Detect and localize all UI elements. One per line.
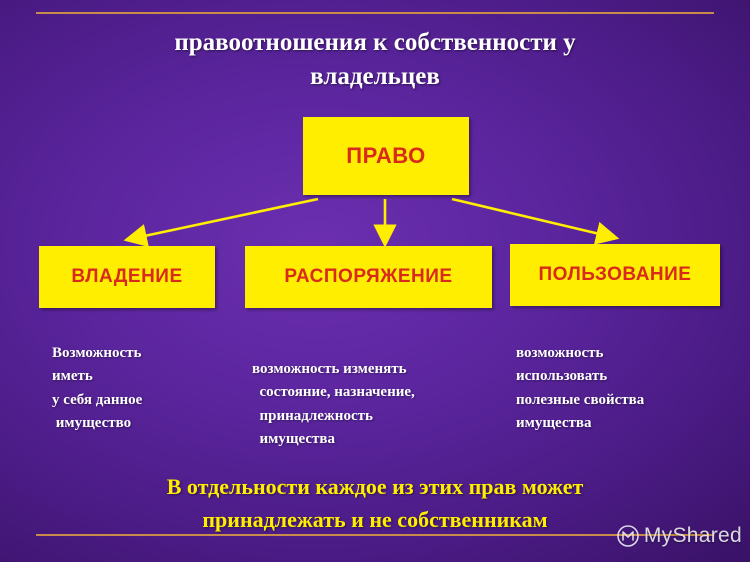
description-rasporyazhenie-line-1: возможность изменять [252, 361, 407, 377]
description-vladenie-line-2: иметь [52, 368, 93, 385]
node-polzovanie: ПОЛЬЗОВАНИЕ [510, 244, 720, 306]
description-polzovanie-line-4: имущества [516, 414, 592, 431]
description-polzovanie-line-1: возможность [516, 345, 604, 361]
watermark: MyShared [617, 524, 742, 548]
myshared-logo-icon [617, 525, 639, 547]
page-title: правоотношения к собственности у владель… [60, 26, 690, 94]
node-rasporyazhenie: РАСПОРЯЖЕНИЕ [245, 246, 492, 308]
description-rasporyazhenie-line-2: состояние, назначение, [252, 384, 415, 401]
description-vladenie-line-1: Возможность [52, 345, 142, 361]
footer-note-line-1: В отдельности каждое из этих прав может [166, 474, 584, 499]
watermark-label: MyShared [643, 524, 742, 547]
description-polzovanie-line-2: использовать [516, 368, 608, 385]
description-rasporyazhenie-line-3: принадлежность [252, 407, 373, 424]
description-rasporyazhenie-line-4: имущества [252, 430, 336, 447]
node-polzovanie-label: ПОЛЬЗОВАНИЕ [538, 264, 692, 285]
page-title-line-2: владельцев [310, 62, 440, 90]
divider-bottom [36, 534, 714, 536]
description-polzovanie: возможность использовать полезные свойст… [516, 342, 736, 435]
node-vladenie: ВЛАДЕНИЕ [39, 246, 215, 308]
description-rasporyazhenie: возможность изменять состояние, назначен… [252, 358, 502, 451]
node-pravo-label: ПРАВО [346, 143, 426, 168]
description-vladenie-line-3: у себя данное [52, 391, 143, 408]
node-rasporyazhenie-label: РАСПОРЯЖЕНИЕ [284, 266, 453, 287]
description-polzovanie-line-3: полезные свойства [516, 391, 645, 408]
description-vladenie-line-4: имущество [52, 414, 132, 431]
page-title-line-1: правоотношения к собственности у [174, 29, 576, 56]
footer-note: В отдельности каждое из этих прав может … [35, 470, 715, 536]
node-pravo: ПРАВО [303, 117, 469, 195]
divider-top [36, 12, 714, 14]
node-vladenie-label: ВЛАДЕНИЕ [71, 266, 183, 287]
description-vladenie: Возможность иметь у себя данное имуществ… [52, 342, 242, 435]
footer-note-line-2: принадлежать и не собственникам [202, 507, 548, 532]
